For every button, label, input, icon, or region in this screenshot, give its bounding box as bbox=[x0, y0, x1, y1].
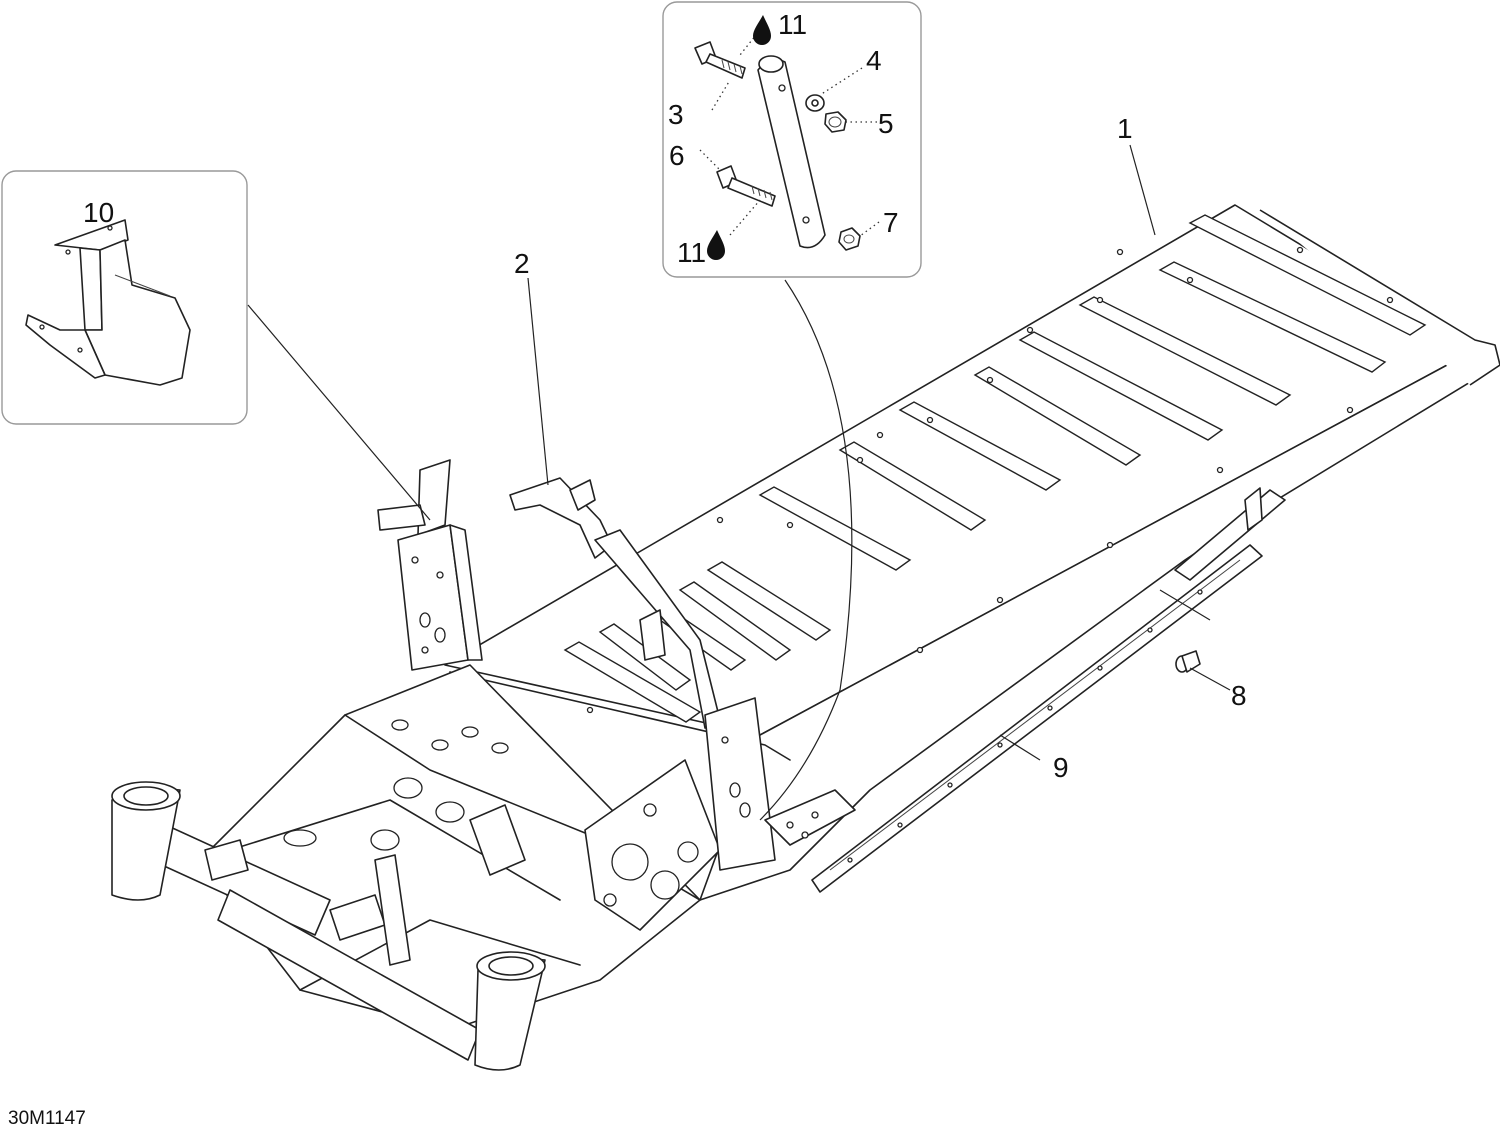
detail-box-brace bbox=[662, 1, 922, 278]
detail-box-bracket bbox=[1, 170, 248, 425]
oil-drop-icon bbox=[753, 15, 771, 45]
bracket-part-drawing bbox=[25, 219, 191, 386]
left-front-plate bbox=[397, 524, 483, 671]
leader-lines bbox=[247, 144, 1231, 821]
callout-2: 2 bbox=[514, 248, 530, 279]
frame-assembly bbox=[111, 204, 1500, 1071]
nut-5 bbox=[824, 111, 847, 133]
callout-5: 5 bbox=[878, 108, 894, 139]
side-strip-9 bbox=[811, 544, 1263, 893]
brace-tube-drawing bbox=[757, 55, 826, 249]
callout-7: 7 bbox=[883, 207, 899, 238]
callout-1: 1 bbox=[1117, 113, 1133, 144]
callout-6: 6 bbox=[669, 140, 685, 171]
callout-11-top: 11 bbox=[778, 9, 807, 40]
subframe-holes bbox=[283, 719, 509, 851]
bolt-6 bbox=[716, 165, 776, 207]
nut-7 bbox=[838, 227, 861, 251]
callout-3: 3 bbox=[668, 99, 684, 130]
deck-rivets bbox=[586, 246, 1394, 714]
figure-code: 30M1147 bbox=[8, 1108, 86, 1129]
plug-8 bbox=[1175, 650, 1201, 673]
bolt-3 bbox=[694, 41, 746, 79]
oil-drop-icon bbox=[707, 230, 725, 260]
callout-10: 10 bbox=[83, 197, 114, 228]
front-subframe bbox=[199, 664, 701, 1031]
callout-11-bottom: 11 bbox=[677, 237, 706, 268]
washer-4 bbox=[805, 94, 825, 112]
callout-8: 8 bbox=[1231, 680, 1247, 711]
steering-support-2 bbox=[377, 459, 721, 729]
right-front-plate bbox=[584, 697, 776, 931]
callout-4: 4 bbox=[866, 45, 882, 76]
callout-9: 9 bbox=[1053, 752, 1069, 783]
front-crossmember bbox=[111, 781, 546, 1071]
